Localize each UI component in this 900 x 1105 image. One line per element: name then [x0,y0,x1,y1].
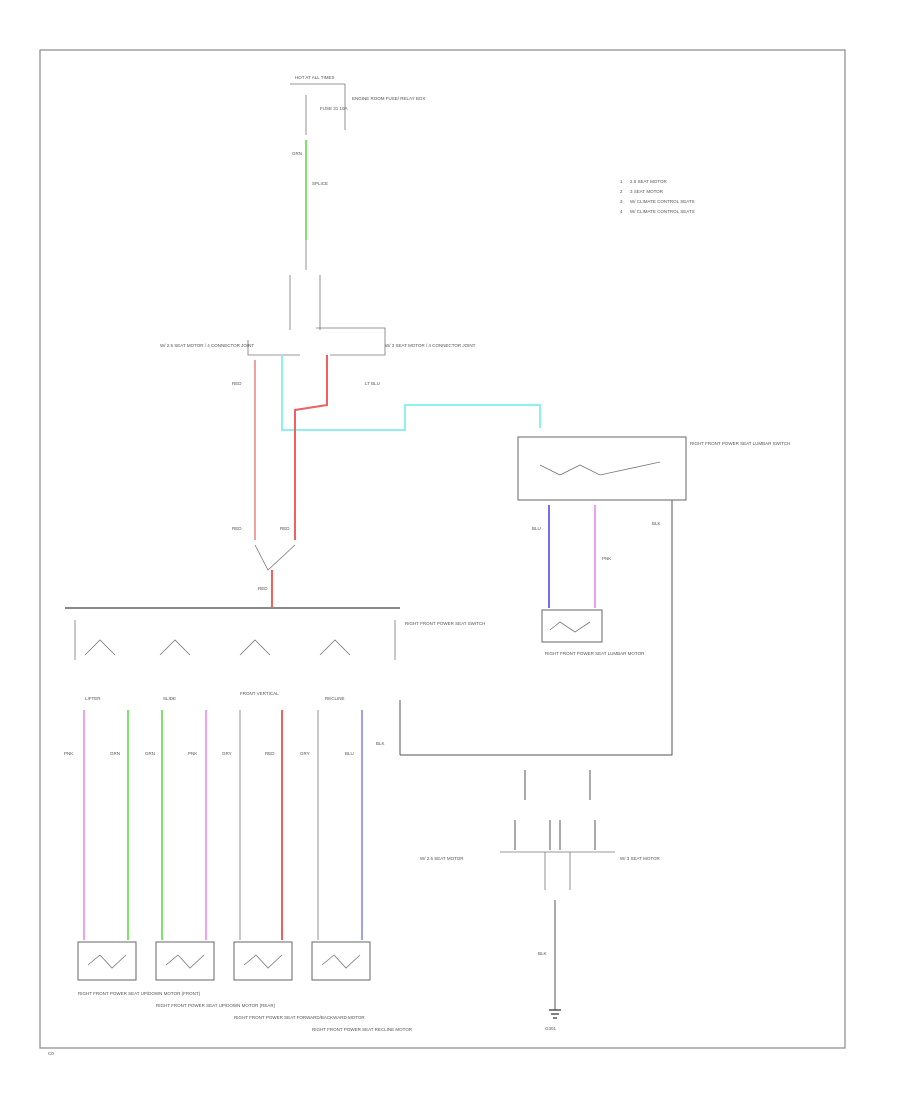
feed-split-branches [289,275,321,330]
motor1-box [77,941,137,981]
wire-label-blk-b: BLK [376,741,385,746]
wire-label-pnk-m2: PNK [188,751,197,756]
switch-label-lifter: LIFTER [85,696,101,701]
wire-label-gry-m4: GRY [300,751,310,756]
wire-label-grn-m2: GRN [145,751,155,756]
legend-text-3: W/ CLIMATE CONTROL SEATS [630,199,695,204]
motor4-box [311,941,371,981]
switch-label-recline: RECLINE [325,696,345,701]
ground-branch-wires [514,770,596,850]
motor3-box [233,941,293,981]
wire-label-grn-top: GRN [292,151,302,156]
wire-label-pnk-m1: PNK [64,751,73,756]
wire-label-red-c: RED [280,526,290,531]
lumbar-switch-contacts [539,461,661,476]
motor4-label: RIGHT FRONT POWER SEAT RECLINE MOTOR [312,1027,413,1032]
wire-label-red-d: RED [258,586,268,591]
wire-cyan [281,355,541,431]
wire-label-red-b: RED [232,526,242,531]
ground-symbol-icon [549,1009,561,1019]
wire-label-red-a: RED [232,381,242,386]
legend: 1 2.5 SEAT MOTOR 2 3 SEAT MOTOR 3 W/ CLI… [620,179,695,214]
source-label: HOT AT ALL TIMES [295,75,335,80]
wire-blk-lumbar-ground [400,500,673,756]
seat-switch-label: RIGHT FRONT POWER SEAT SWITCH [405,621,485,626]
joint-connectors [247,327,386,356]
lumbar-switch-label: RIGHT FRONT POWER SEAT LUMBAR SWITCH [690,441,790,446]
gnd-right-joint-label: W/ 3 SEAT MOTOR [620,856,661,861]
lumbar-motor-symbol [549,621,591,633]
switch-label-front-vertical: FRONT VERTICAL [240,691,279,696]
legend-num-3: 3 [620,199,623,204]
gnd-left-joint-label: W/ 2.5 SEAT MOTOR [420,856,464,861]
seat-switch-frame [74,620,396,660]
motor2-box [155,941,215,981]
motor2-label: RIGHT FRONT POWER SEAT UP/DOWN MOTOR (RE… [156,1003,276,1008]
legend-text-1: 2.5 SEAT MOTOR [630,179,668,184]
right-joint-label: W/ 3 SEAT MOTOR / 4 CONNECTOR JOINT [385,343,476,348]
left-joint-label: W/ 2.5 SEAT MOTOR / 4 CONNECTOR JOINT [160,343,254,348]
lumbar-motor-label: RIGHT FRONT POWER SEAT LUMBAR MOTOR [545,651,645,656]
fusebox-label: ENGINE ROOM FUSE/ RELAY BOX [352,96,425,101]
lumbar-switch-box [517,436,687,501]
wire-red [294,355,328,540]
seat-switch-contacts [84,639,351,656]
motor3-label: RIGHT FRONT POWER SEAT FORWARD/BACKWARD … [234,1015,365,1020]
switch-label-slide: SLIDE [163,696,176,701]
wire-label-blk-a: BLK [652,521,661,526]
wire-label-red-m3: RED [265,751,275,756]
wire-label-pnk-lumbar: PNK [602,556,611,561]
footer-code: C0 [48,1051,54,1056]
legend-text-4: W/ CLIMATE CONTROL SEATS [630,209,695,214]
ground-joint-connectors [500,851,615,890]
legend-num-4: 4 [620,209,623,214]
wire-label-gry-m3: GRY [222,751,232,756]
red-merge [254,544,296,571]
legend-text-2: 3 SEAT MOTOR [630,189,664,194]
ground-label: G301 [545,1026,557,1031]
fuse-label: FUSE 31 10A [320,106,348,111]
lumbar-motor-box [541,609,603,643]
legend-num-1: 1 [620,179,623,184]
wire-label-blu-lumbar: BLU [532,526,541,531]
motor-symbols [87,954,361,969]
motor1-label: RIGHT FRONT POWER SEAT UP/DOWN MOTOR (FR… [78,991,201,996]
diagram-frame [39,49,846,1049]
legend-num-2: 2 [620,189,623,194]
wire-label-blk-c: BLK [538,951,547,956]
wire-label-blu-m4: BLU [345,751,354,756]
splice-label-top: SPLICE [312,181,328,186]
wire-label-grn-m1: GRN [110,751,120,756]
wire-label-ltblu: LT BLU [365,381,380,386]
